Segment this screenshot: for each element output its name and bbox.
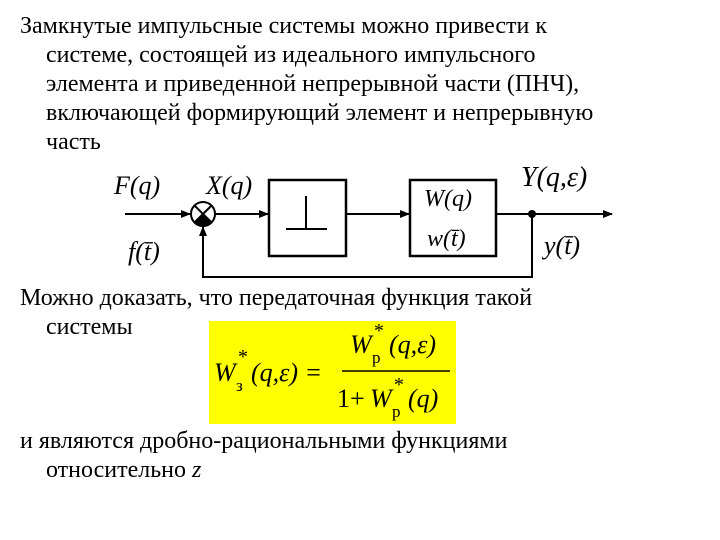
lhs-args: (q,ε) = [251, 358, 322, 387]
lhs-sub: з [236, 376, 243, 395]
continuous-part-block [408, 178, 498, 258]
middle-paragraph: Можно доказать, что передаточная функция… [20, 284, 532, 342]
lhs-star: * [237, 346, 247, 368]
den-sub: р [392, 402, 401, 421]
den-star: * [393, 374, 403, 396]
label-f: f(t̄) [128, 237, 160, 266]
intro-line-1: Замкнутые импульсные системы можно приве… [20, 13, 548, 39]
ending-line-2: относительно z [20, 456, 507, 485]
intro-line-5: часть [46, 129, 101, 155]
den-prefix: 1+ [337, 384, 365, 413]
ending-line-1: и являются дробно-рациональными функциям… [20, 428, 508, 454]
formula-highlight [209, 321, 456, 424]
num-star: * [373, 321, 383, 342]
intro-line-4: включающей формирующий элемент и непреры… [46, 100, 594, 126]
label-w: w(t̄) [427, 226, 466, 252]
den-args: (q) [408, 384, 438, 413]
feedback-path [199, 214, 533, 278]
label-Y: Y(q,ε) [521, 162, 587, 193]
impulse-symbol [286, 196, 327, 230]
num-sub: р [372, 348, 381, 367]
intro-line-3: элемента и приведенной непрерывной части… [46, 71, 580, 97]
label-X: X(q) [205, 171, 252, 200]
den-W: W [370, 384, 394, 413]
block-diagram: F(q) X(q) f(t̄) W(q) w(t̄) Y(q,ε) y(t̄) [113, 162, 613, 278]
intro-line-2: системе, состоящей из идеального импульс… [46, 42, 536, 68]
label-y: y(t̄) [541, 231, 580, 260]
label-F: F(q) [113, 171, 160, 200]
num-W: W [350, 330, 374, 359]
summing-junction [190, 201, 216, 227]
ending-paragraph: и являются дробно-рациональными функциям… [20, 427, 507, 485]
ending-line-2-text: относительно [46, 457, 193, 483]
num-args: (q,ε) [389, 330, 436, 359]
middle-line-1: Можно доказать, что передаточная функция… [20, 285, 533, 311]
lhs-W: W [214, 358, 238, 387]
variable-z: z [192, 457, 202, 483]
impulse-element-block [267, 178, 348, 258]
label-W: W(q) [424, 186, 472, 212]
middle-line-2: системы [46, 314, 133, 340]
intro-paragraph: Замкнутые импульсные системы можно приве… [20, 12, 593, 157]
transfer-function-formula: W * з (q,ε) = W * р (q,ε) 1+ W * р (q) [214, 321, 450, 421]
